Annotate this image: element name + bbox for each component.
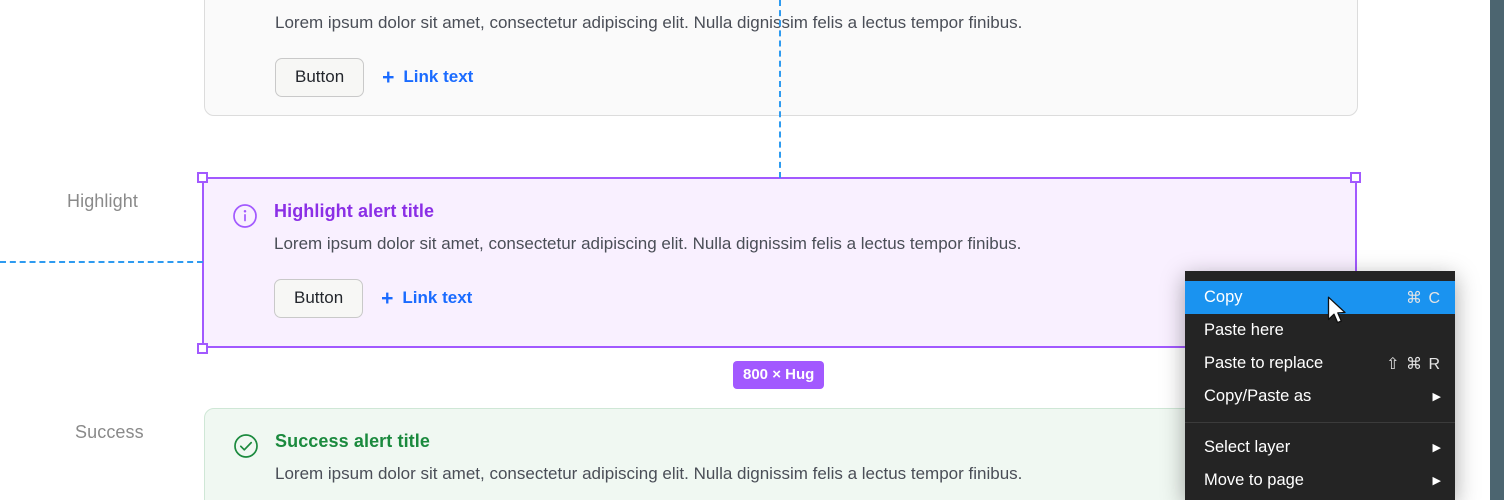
resize-handle-bottom-left[interactable] <box>197 343 208 354</box>
menu-item-label: Move to page <box>1204 471 1304 489</box>
selection-size-badge: 800 × Hug <box>733 361 825 389</box>
alert-link[interactable]: + Link text <box>382 67 473 88</box>
context-menu[interactable]: Copy ⌘ C Paste here Paste to replace ⇧ ⌘… <box>1185 271 1455 500</box>
alert-actions: Button + Link text <box>275 57 1329 98</box>
menu-item-shortcut: ⇧ ⌘ R <box>1386 355 1441 373</box>
alert-card-success[interactable]: Success alert title Lorem ipsum dolor si… <box>204 408 1358 500</box>
menu-item-copy-paste-as[interactable]: Copy/Paste as ▶ <box>1185 380 1455 413</box>
alert-content: Success alert title Lorem ipsum dolor si… <box>233 431 1329 500</box>
alert-title: Success alert title <box>275 431 430 451</box>
alert-body: Lorem ipsum dolor sit amet, consectetur … <box>275 11 1329 98</box>
alert-button[interactable]: Button <box>274 278 364 319</box>
alignment-guide-vertical <box>779 0 781 178</box>
menu-item-shortcut: ⌘ C <box>1406 289 1441 307</box>
menu-item-label: Copy/Paste as <box>1204 387 1312 405</box>
menu-separator <box>1185 422 1455 423</box>
row-label-highlight: Highlight <box>67 191 138 211</box>
plus-icon: + <box>382 65 395 89</box>
alert-actions: Button + Link text <box>274 278 1327 319</box>
submenu-arrow-icon: ▶ <box>1432 475 1441 487</box>
menu-item-move-to-page[interactable]: Move to page ▶ <box>1185 464 1455 497</box>
menu-item-paste-to-replace[interactable]: Paste to replace ⇧ ⌘ R <box>1185 347 1455 380</box>
info-circle-icon <box>233 13 259 39</box>
alert-body: Success alert title Lorem ipsum dolor si… <box>275 431 1329 500</box>
alert-link[interactable]: + Link text <box>381 288 472 309</box>
row-label-success: Success <box>75 422 144 442</box>
menu-item-select-layer[interactable]: Select layer ▶ <box>1185 431 1455 464</box>
alert-link-label: Link text <box>402 288 473 308</box>
menu-item-paste-here[interactable]: Paste here <box>1185 314 1455 347</box>
plus-icon: + <box>381 286 394 310</box>
menu-item-copy[interactable]: Copy ⌘ C <box>1185 281 1455 314</box>
alert-description: Lorem ipsum dolor sit amet, consectetur … <box>275 13 1023 32</box>
submenu-arrow-icon: ▶ <box>1432 391 1441 403</box>
info-circle-icon <box>232 203 258 229</box>
canvas-right-edge-strip <box>1490 0 1504 500</box>
menu-item-label: Select layer <box>1204 438 1291 456</box>
menu-item-label: Paste here <box>1204 321 1284 339</box>
alert-link-label: Link text <box>403 67 474 87</box>
alignment-guide-horizontal <box>0 261 203 263</box>
alert-title: Highlight alert title <box>274 201 435 221</box>
alert-card-neutral[interactable]: Lorem ipsum dolor sit amet, consectetur … <box>204 0 1358 116</box>
alert-description: Lorem ipsum dolor sit amet, consectetur … <box>274 234 1022 253</box>
check-circle-icon <box>233 433 259 459</box>
alert-card-highlight[interactable]: Highlight alert title Lorem ipsum dolor … <box>202 177 1357 348</box>
alert-content: Highlight alert title Lorem ipsum dolor … <box>232 201 1327 319</box>
alert-description: Lorem ipsum dolor sit amet, consectetur … <box>275 464 1023 483</box>
menu-item-label: Paste to replace <box>1204 354 1324 372</box>
alert-body: Highlight alert title Lorem ipsum dolor … <box>274 201 1327 319</box>
alert-content: Lorem ipsum dolor sit amet, consectetur … <box>233 0 1329 98</box>
submenu-arrow-icon: ▶ <box>1432 442 1441 454</box>
resize-handle-top-left[interactable] <box>197 172 208 183</box>
alert-button[interactable]: Button <box>275 57 365 98</box>
resize-handle-top-right[interactable] <box>1350 172 1361 183</box>
menu-item-label: Copy <box>1204 288 1243 306</box>
